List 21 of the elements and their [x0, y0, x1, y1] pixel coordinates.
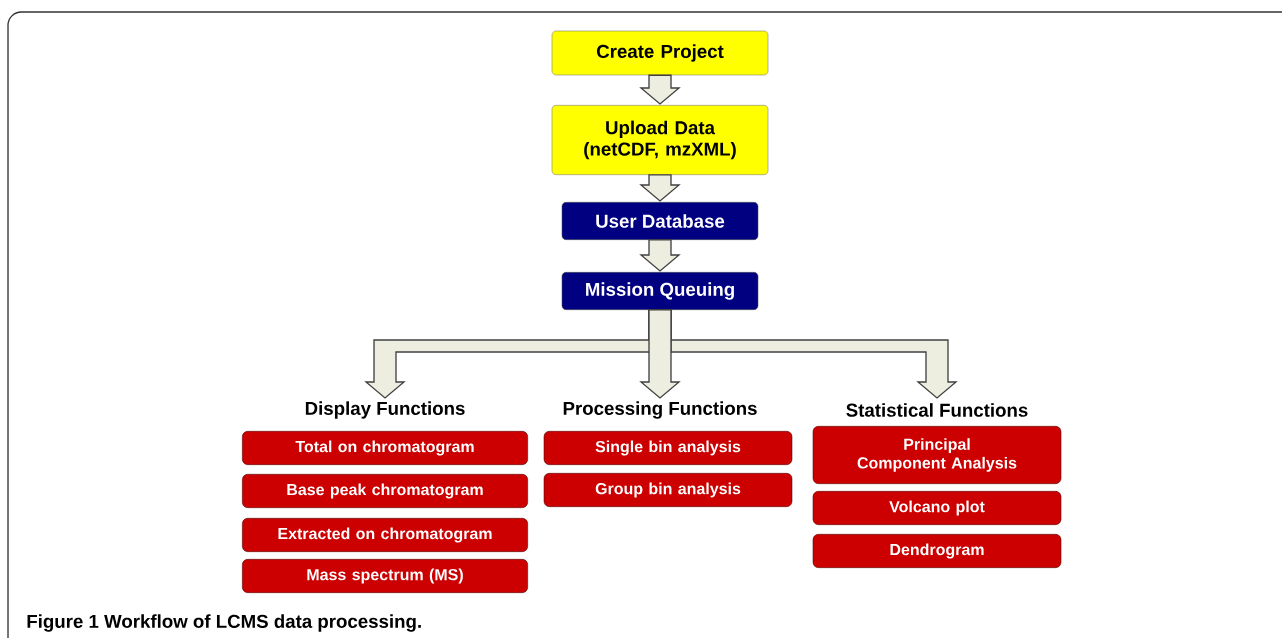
function-box: Mass spectrum (MS) — [242, 559, 528, 593]
function-box: Group bin analysis — [543, 473, 793, 507]
function-box: Volcano plot — [812, 491, 1062, 525]
block-arrow — [639, 239, 681, 272]
caption: Figure 1 Workflow of LCMS data processing. — [27, 614, 421, 632]
function-box: Single bin analysis — [543, 431, 793, 465]
process-box: Upload Data (netCDF, mzXML) — [551, 105, 769, 175]
process-box: Create Project — [551, 30, 769, 76]
process-box: Mission Queuing — [561, 272, 759, 310]
function-box: Principal Component Analysis — [812, 426, 1062, 484]
function-box: Extracted on chromatogram — [242, 518, 528, 552]
group-heading: Statistical Functions — [846, 403, 1028, 417]
block-arrow — [639, 74, 681, 105]
block-arrow — [639, 174, 681, 202]
process-box: User Database — [561, 202, 759, 240]
function-box: Total on chromatogram — [242, 431, 528, 465]
function-box: Base peak chromatogram — [242, 474, 528, 508]
function-box: Dendrogram — [812, 534, 1062, 568]
block-arrow — [639, 309, 681, 399]
group-heading: Display Functions — [305, 401, 465, 419]
group-heading: Processing Functions — [563, 401, 757, 419]
